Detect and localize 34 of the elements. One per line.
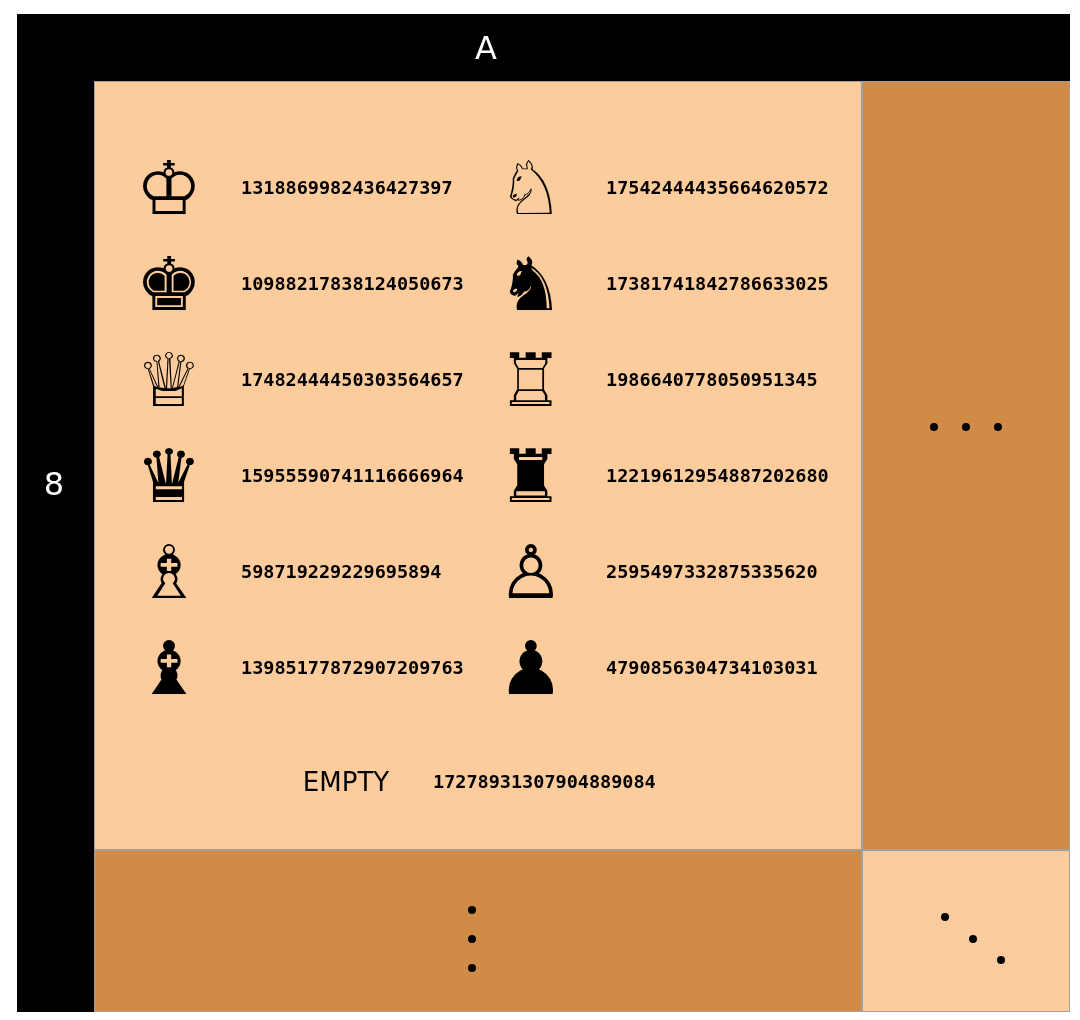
- row-header-band: [17, 14, 94, 1012]
- board-square: [862, 850, 1070, 1012]
- bishop-icon: ♝: [135, 631, 203, 705]
- hash-value: 17482444450303564657: [241, 370, 464, 390]
- board-square: [94, 850, 862, 1012]
- board-square: [862, 81, 1070, 850]
- hash-value: 17542444435664620572: [606, 178, 829, 198]
- pawn-icon: ♙: [497, 535, 565, 609]
- hash-value: 13985177872907209763: [241, 658, 464, 678]
- column-header-band: [94, 14, 1070, 81]
- hash-value: 10988217838124050673: [241, 274, 464, 294]
- rook-icon: ♖: [497, 343, 565, 417]
- board-square: [94, 81, 862, 850]
- bishop-icon: ♗: [135, 535, 203, 609]
- hash-value: 17381741842786633025: [606, 274, 829, 294]
- pawn-icon: ♟: [497, 631, 565, 705]
- queen-icon: ♛: [135, 439, 203, 513]
- queen-icon: ♕: [135, 343, 203, 417]
- hash-value: 598719229229695894: [241, 562, 442, 582]
- hash-value: 1986640778050951345: [606, 370, 818, 390]
- hash-value: 4790856304734103031: [606, 658, 818, 678]
- king-icon: ♚: [135, 247, 203, 321]
- king-icon: ♔: [135, 151, 203, 225]
- rook-icon: ♜: [497, 439, 565, 513]
- hash-value: 15955590741116666964: [241, 466, 464, 486]
- hash-value: 1318869982436427397: [241, 178, 453, 198]
- column-label: A: [475, 32, 497, 64]
- knight-icon: ♘: [497, 151, 565, 225]
- knight-icon: ♞: [497, 247, 565, 321]
- row-label: 8: [43, 468, 65, 500]
- hash-value: 12219612954887202680: [606, 466, 829, 486]
- hash-value: 2595497332875335620: [606, 562, 818, 582]
- empty-label: EMPTY: [302, 769, 390, 795]
- hash-value: 17278931307904889084: [433, 772, 656, 792]
